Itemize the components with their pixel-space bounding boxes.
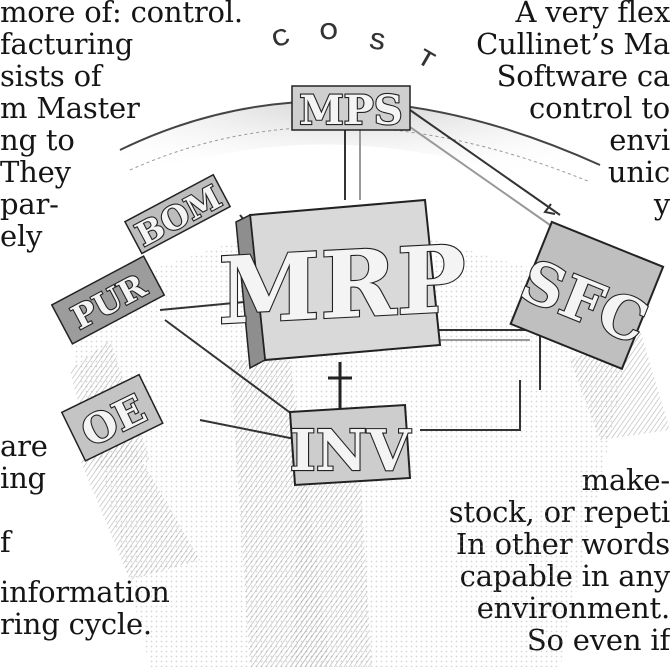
bom-label: BOM bbox=[129, 178, 227, 254]
mrp-module: MRP bbox=[218, 200, 465, 368]
inv-label: INV bbox=[290, 418, 412, 484]
inv-module: INV bbox=[290, 405, 412, 485]
arc-letter: O bbox=[319, 18, 340, 46]
arc-letter: S bbox=[367, 27, 387, 56]
cost-arc: C O S T bbox=[269, 18, 440, 75]
arc-letter: C bbox=[269, 23, 294, 54]
bom-module: BOM bbox=[125, 175, 232, 256]
mps-label: MPS bbox=[299, 87, 402, 134]
mrp-label: MRP bbox=[218, 225, 465, 346]
mps-module: MPS bbox=[292, 86, 410, 134]
arc-letter: T bbox=[413, 44, 439, 75]
